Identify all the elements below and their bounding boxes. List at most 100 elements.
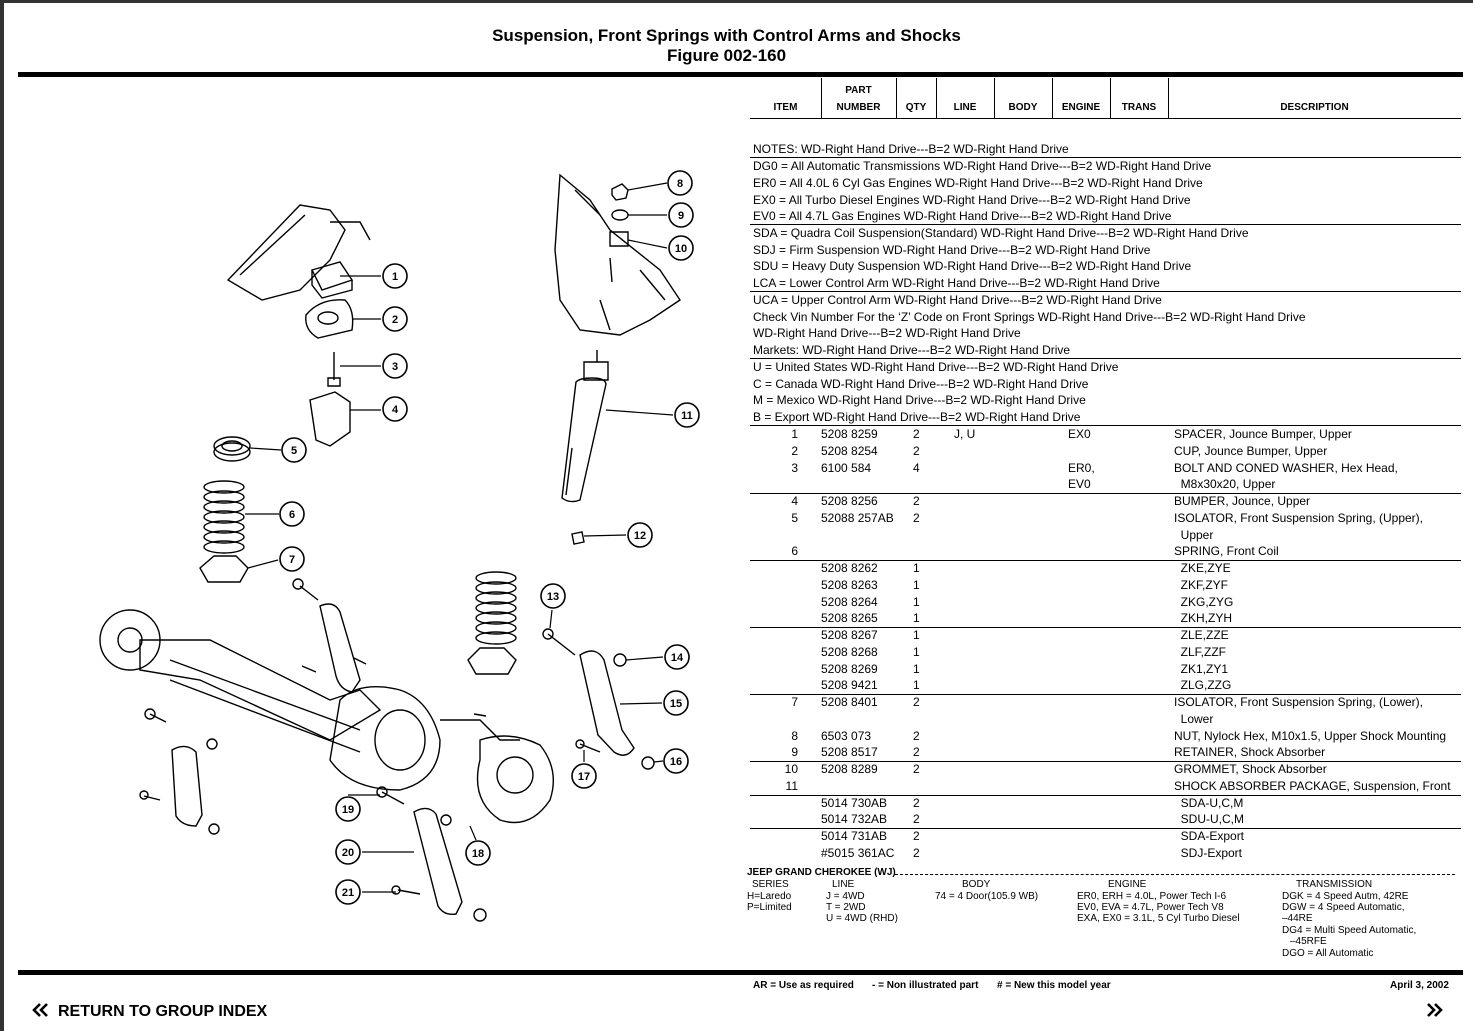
- callout-10: [668, 235, 694, 261]
- callout-label-12: 12: [634, 530, 646, 542]
- callout-label-7: 7: [289, 554, 295, 566]
- col-header-body: BODY: [1008, 102, 1038, 113]
- cell-item: 10: [784, 762, 798, 776]
- cell-part-number: 5208 8289: [821, 762, 878, 776]
- callout-label-14: 14: [671, 652, 684, 664]
- cell-qty: 4: [913, 460, 920, 475]
- callout-15: [663, 690, 689, 716]
- legend-series-head: SERIES: [752, 879, 789, 890]
- callout-4: [382, 396, 408, 422]
- cell-description: ZLF,ZZF: [1174, 644, 1226, 659]
- cell-description: ISOLATOR, Front Suspension Spring, (Lowe…: [1174, 695, 1423, 709]
- cell-description: GROMMET, Shock Absorber: [1174, 762, 1327, 776]
- col-header-trans: TRANS: [1121, 102, 1157, 113]
- cell-qty: 2: [913, 845, 920, 860]
- callout-6: [279, 501, 305, 527]
- legend-line-head: LINE: [832, 879, 855, 890]
- col-header-description: DESCRIPTION: [1280, 102, 1349, 113]
- legend-trans-head: TRANSMISSION: [1296, 879, 1373, 890]
- legend-dash-rule: [895, 874, 1455, 875]
- note-line: WD-Right Hand Drive---B=2 WD-Right Hand …: [753, 326, 1021, 340]
- cell-item: 7: [791, 695, 798, 709]
- cell-description: SDU-U,C,M: [1174, 812, 1244, 827]
- legend-trans: –45RFE: [1290, 936, 1327, 947]
- callout-18: [465, 840, 491, 866]
- callout-12: [627, 522, 653, 548]
- cell-item: 9: [791, 745, 798, 760]
- note-line: SDU = Heavy Duty Suspension WD-Right Han…: [753, 259, 1192, 273]
- cell-description: Upper: [1174, 527, 1214, 542]
- figure-number: Figure 002-160: [666, 46, 787, 65]
- legend-engine: EV0, EVA = 4.7L, Power Tech V8: [1077, 902, 1224, 913]
- cell-part-number: 5014 732AB: [821, 812, 888, 827]
- cell-item: 2: [791, 443, 798, 458]
- note-line: DG0 = All Automatic Transmissions WD-Rig…: [753, 159, 1212, 173]
- legend-line: J = 4WD: [826, 891, 865, 902]
- note-line: B = Export WD-Right Hand Drive---B=2 WD-…: [753, 410, 1081, 424]
- col-divider: [936, 78, 937, 118]
- note-line: EV0 = All 4.7L Gas Engines WD-Right Hand…: [753, 209, 1172, 223]
- row-divider: [750, 291, 1461, 292]
- row-divider: [750, 761, 1461, 762]
- note-line: M = Mexico WD-Right Hand Drive---B=2 WD-…: [753, 393, 1086, 407]
- cell-qty: 2: [913, 427, 920, 441]
- callout-label-1: 1: [392, 271, 398, 283]
- col-divider: [1110, 78, 1111, 118]
- legend-body-head: BODY: [962, 879, 991, 890]
- return-to-group-index-link[interactable]: RETURN TO GROUP INDEX: [32, 1002, 267, 1021]
- col-header-engine: ENGINE: [1061, 102, 1101, 113]
- callout-label-20: 20: [342, 847, 354, 859]
- next-page-button[interactable]: [1425, 1002, 1443, 1021]
- footer-date: April 3, 2002: [1390, 980, 1449, 991]
- legend-trans: DGW = 4 Speed Automatic,: [1282, 902, 1405, 913]
- callout-label-19: 19: [342, 804, 354, 816]
- page-title: Suspension, Front Springs with Control A…: [492, 26, 961, 45]
- window-top-border: [0, 0, 1473, 3]
- note-line: Markets: WD-Right Hand Drive---B=2 WD-Ri…: [753, 343, 1071, 357]
- cell-qty: 1: [913, 678, 920, 693]
- cell-description: SDA-Export: [1174, 829, 1245, 843]
- row-divider: [750, 794, 1461, 796]
- callout-label-9: 9: [678, 210, 684, 222]
- col-divider: [1168, 78, 1169, 118]
- header-underline: [750, 118, 1461, 119]
- exploded-parts-diagram: 1 2 3 4 5 6 7 8 9 10 11 12 13 14 15 16 1…: [99, 170, 700, 922]
- cell-qty: 1: [913, 561, 920, 575]
- cell-item: 6: [791, 544, 798, 559]
- cell-part-number: 5208 8262: [821, 561, 878, 575]
- cell-description: BUMPER, Jounce, Upper: [1174, 494, 1311, 508]
- row-divider: [750, 224, 1461, 225]
- cell-description: ZLG,ZZG: [1174, 678, 1232, 693]
- cell-description: Lower: [1174, 711, 1214, 726]
- row-divider: [750, 560, 1461, 561]
- cell-qty: 1: [913, 628, 920, 642]
- cell-qty: 2: [913, 762, 920, 776]
- cell-qty: 2: [913, 494, 920, 508]
- cell-description: ZLE,ZZE: [1174, 628, 1229, 642]
- row-divider: [750, 694, 1461, 695]
- cell-description: ZKE,ZYE: [1174, 561, 1231, 575]
- legend-series: H=Laredo: [747, 891, 792, 902]
- callout-label-18: 18: [472, 848, 484, 860]
- callout-label-4: 4: [392, 404, 399, 416]
- cell-engine: ER0,: [1068, 460, 1095, 475]
- cell-description: ZK1,ZY1: [1174, 661, 1229, 676]
- cell-engine: EX0: [1068, 427, 1091, 441]
- note-line: U = United States WD-Right Hand Drive---…: [753, 360, 1119, 374]
- cell-qty: 2: [913, 795, 920, 810]
- cell-item: 4: [791, 494, 798, 508]
- callout-16: [663, 748, 689, 774]
- col-header-qty: QTY: [905, 102, 927, 113]
- cell-qty: 2: [913, 745, 920, 760]
- callout-8: [667, 170, 693, 196]
- legend-body: 74 = 4 Door(105.9 WB): [935, 891, 1039, 902]
- cell-engine: EV0: [1068, 477, 1091, 492]
- cell-part-number: 5208 8269: [821, 661, 878, 676]
- callout-20: [335, 839, 361, 865]
- cell-qty: 2: [913, 510, 920, 525]
- col-header-part-number: NUMBER: [836, 102, 881, 113]
- cell-description: ISOLATOR, Front Suspension Spring, (Uppe…: [1174, 510, 1423, 525]
- callout-label-16: 16: [670, 756, 682, 768]
- cell-description: NUT, Nylock Hex, M10x1.5, Upper Shock Mo…: [1174, 728, 1447, 743]
- callout-11: [674, 402, 700, 428]
